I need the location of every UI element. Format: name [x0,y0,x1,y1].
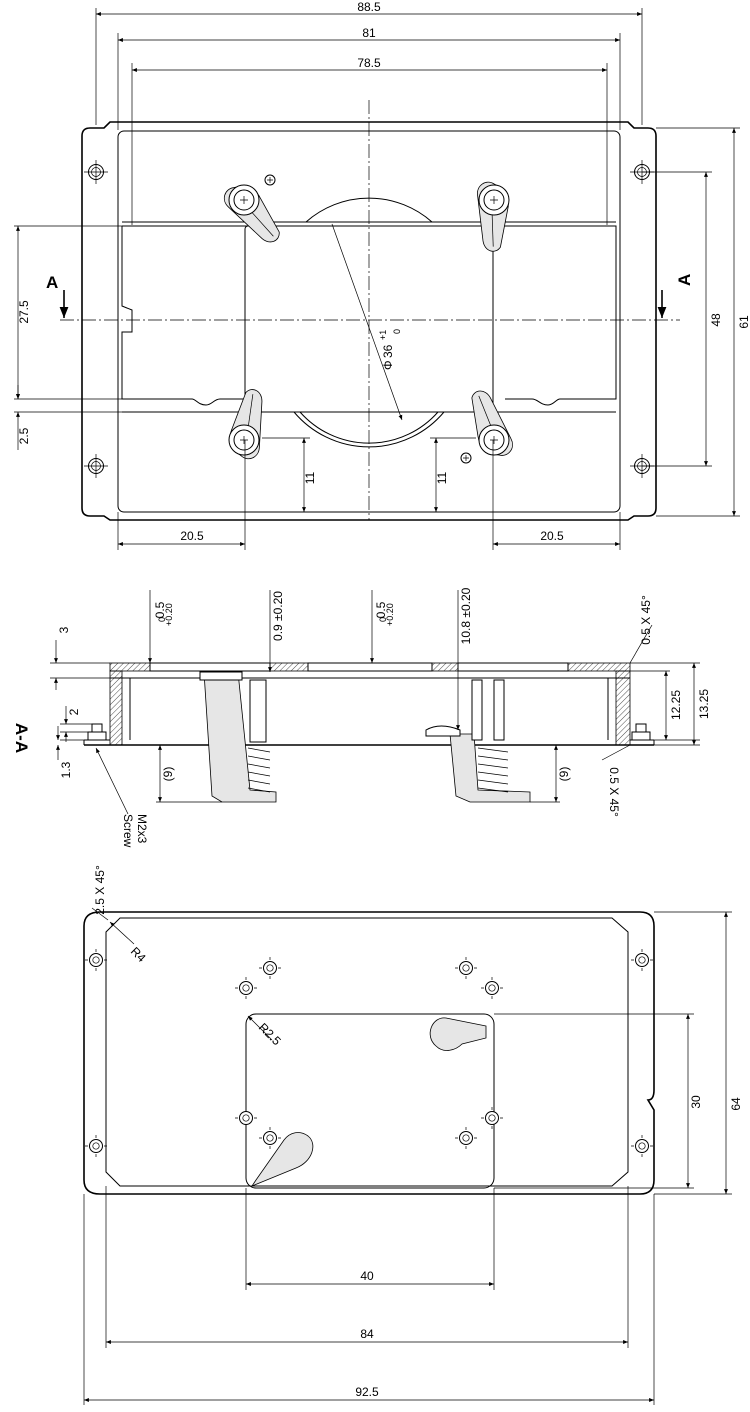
section-marker-left: A [46,273,58,292]
dim-clamp-left: 11 [303,471,317,484]
dim-clamp-right: 11 [435,471,449,484]
dim-05-a-tol-lower: 0 [157,617,167,622]
section-title: A-A [12,723,31,753]
dim-r4: R4 [128,944,149,965]
dim-circle-tol-lower: 0 [392,329,402,334]
dim-circle-tol-upper: +1 [378,330,388,340]
dim-925: 92.5 [355,1385,379,1399]
dim-1225: 12.25 [669,690,683,720]
dim-30: 30 [689,1095,703,1109]
dim-9-right: (9) [557,767,571,782]
dim-108: 10.8 ±0.20 [459,587,473,644]
dim-3: 3 [57,626,71,633]
dim-overall-width: 88.5 [357,0,381,14]
dim-height: 61 [737,315,750,329]
dim-chamfer-bottom: 0.5 X 45° [607,767,621,817]
dim-circle-prefix: Φ [381,360,395,370]
top-view: 88.5 81 78.5 Φ 36 +1 0 [14,0,750,550]
dim-inner-width: 81 [362,26,376,40]
dim-circle: 36 [381,344,395,358]
dim-84: 84 [360,1327,374,1341]
bottom-view: R4 R2.5 2.5 X 45° 30 64 40 84 92.5 [83,865,743,1405]
dim-hole-spacing: 48 [709,313,723,327]
dim-05-a: 0.5 [153,601,167,618]
screw-label-line1: M2x3 [135,814,149,844]
dim-64: 64 [729,1097,743,1111]
dim-chamfer-bottom-view: 2.5 X 45° [93,865,107,915]
section-marker-right: A [675,274,694,286]
dim-05-b: 0.5 [374,601,388,618]
dim-r25: R2.5 [256,1020,284,1048]
dim-2: 2 [67,708,81,715]
dim-step: 2.5 [17,427,31,444]
dim-13: 1.3 [59,761,73,778]
dim-1325: 13.25 [697,689,711,719]
dim-09: 0.9 ±0.20 [271,591,285,641]
dim-offset-right: 20.5 [540,529,564,543]
dim-pocket-width: 78.5 [357,56,381,70]
screw-label-line2: Screw [121,814,135,848]
dim-05-b-tol-lower: 0 [378,617,388,622]
dim-9-left: (9) [161,767,175,782]
dim-section-height: 27.5 [17,300,31,324]
dim-chamfer-top: 0.5 X 45° [639,595,653,645]
section-view: A-A [12,587,711,847]
dim-05-b-tol-upper: +0.20 [385,603,395,626]
dim-05-a-tol-upper: +0.20 [164,603,174,626]
dim-40: 40 [360,1269,374,1283]
dim-offset-left: 20.5 [180,529,204,543]
